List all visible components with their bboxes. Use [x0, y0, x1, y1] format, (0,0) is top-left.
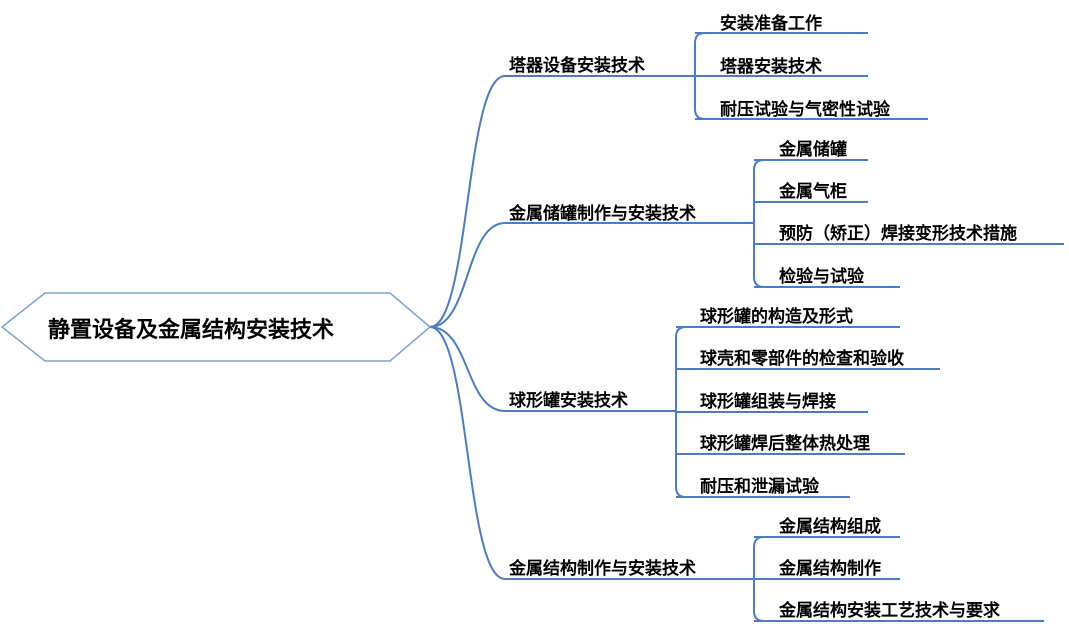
leaf-label[interactable]: 球形罐焊后整体热处理 [700, 434, 870, 454]
leaf-label[interactable]: 球壳和零部件的检查和验收 [700, 349, 904, 369]
leaf-label[interactable]: 检验与试验 [779, 267, 864, 287]
leaf-label[interactable]: 球形罐的构造及形式 [700, 307, 853, 327]
branch-label-storage-tank[interactable]: 金属储罐制作与安装技术 [509, 204, 696, 224]
leaf-label[interactable]: 塔器安装技术 [720, 57, 822, 77]
branch-label-metal-structure[interactable]: 金属结构制作与安装技术 [509, 559, 696, 579]
leaf-label[interactable]: 球形罐组装与焊接 [700, 392, 836, 412]
leaf-label[interactable]: 耐压试验与气密性试验 [720, 100, 890, 120]
connector-lines [429, 32, 1064, 622]
leaf-label[interactable]: 安装准备工作 [720, 14, 822, 34]
branch-label-spherical-tank[interactable]: 球形罐安装技术 [509, 391, 628, 411]
leaf-label[interactable]: 金属气柜 [779, 182, 847, 202]
branch-connector [429, 326, 506, 412]
leaf-label[interactable]: 金属结构安装工艺技术与要求 [779, 601, 1000, 621]
root-node-shape [0, 292, 432, 362]
leaf-label[interactable]: 耐压和泄漏试验 [700, 477, 819, 497]
leaf-label[interactable]: 金属储罐 [779, 140, 847, 160]
branch-connector [429, 326, 506, 580]
leaf-label[interactable]: 金属结构组成 [779, 517, 881, 537]
leaf-label[interactable]: 金属结构制作 [779, 559, 881, 579]
branch-connector [429, 75, 506, 328]
branch-label-tower[interactable]: 塔器设备安装技术 [509, 56, 645, 76]
branch-connector [429, 222, 506, 328]
leaf-label[interactable]: 预防（矫正）焊接变形技术措施 [779, 224, 1017, 244]
root-node-label[interactable]: 静置设备及金属结构安装技术 [48, 318, 335, 343]
child-bracket [753, 159, 765, 288]
